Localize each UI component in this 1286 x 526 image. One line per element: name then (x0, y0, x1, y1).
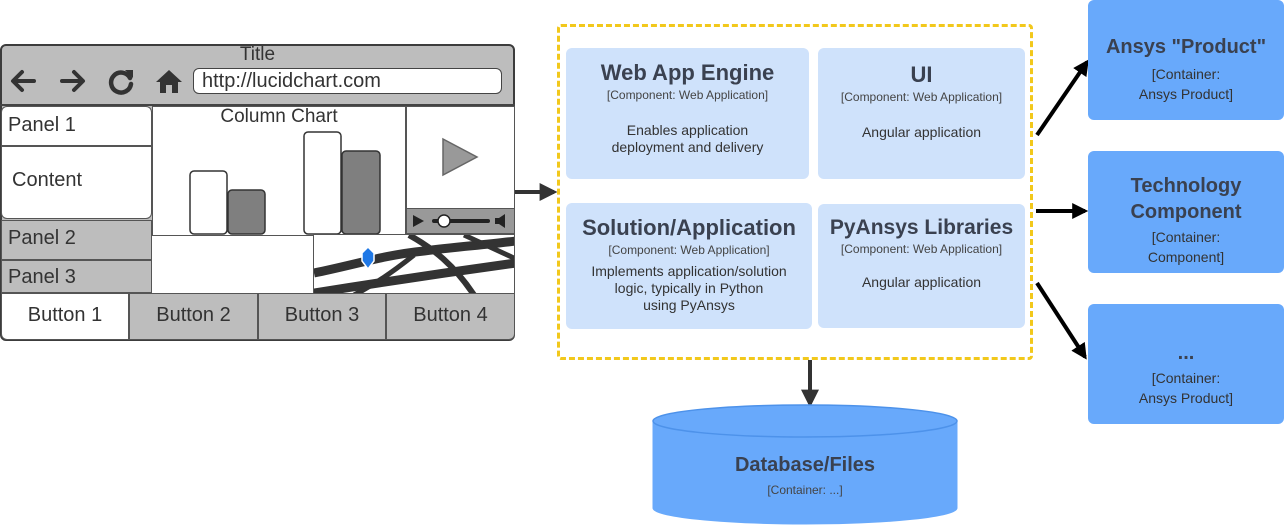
container-tag: [Container: (1151, 370, 1221, 386)
column-chart-graphic (189, 131, 381, 235)
button-3[interactable]: Button 3 (258, 293, 386, 340)
component-desc: Implements application/solution (591, 263, 787, 279)
column-bar (303, 131, 342, 235)
arrow-to-ansys-product (1035, 59, 1089, 137)
play-icon[interactable] (440, 137, 480, 177)
container-name: ... (1177, 342, 1195, 364)
container-tag: [Container: (1151, 229, 1221, 245)
column-bar (341, 150, 381, 235)
button-4[interactable]: Button 4 (386, 293, 515, 340)
component-desc: Enables application (626, 122, 749, 138)
component-tag: [Component: Web Application] (840, 90, 1003, 104)
database-name: Database/Files (734, 454, 876, 476)
container-technology-component[interactable]: Technology Component [Container: Compone… (1088, 151, 1284, 273)
component-tag: [Component: Web Application] (608, 243, 770, 257)
component-name: Solution/Application (582, 215, 796, 240)
component-tag: [Component: Web Application] (606, 88, 769, 102)
component-ui[interactable]: UI [Component: Web Application] Angular … (818, 48, 1025, 179)
blank-area (152, 236, 313, 294)
back-arrow-icon[interactable] (8, 66, 38, 96)
component-desc: using PyAnsys (643, 297, 735, 313)
home-icon[interactable] (154, 66, 184, 96)
component-name: PyAnsys Libraries (829, 216, 1014, 239)
column-chart-title: Column Chart (220, 106, 338, 127)
map-widget[interactable] (313, 234, 515, 294)
panel-3[interactable]: Panel 3 (1, 260, 152, 293)
component-name: Web App Engine (600, 60, 775, 85)
container-ellipsis[interactable]: ... [Container: Ansys Product] (1088, 304, 1284, 424)
panel-content: Content (1, 146, 152, 219)
component-desc: deployment and delivery (611, 139, 764, 155)
database-cylinder[interactable] (652, 404, 958, 526)
map-roads (314, 235, 514, 293)
container-tag: Ansys Product] (1138, 86, 1234, 102)
arrow-to-ellipsis-container (1035, 281, 1087, 360)
component-pyansys-libraries[interactable]: PyAnsys Libraries [Component: Web Applic… (818, 204, 1025, 328)
component-desc: Angular application (861, 274, 982, 290)
container-name: Ansys "Product" (1105, 36, 1267, 58)
url-input[interactable]: http://lucidchart.com (193, 68, 502, 94)
component-web-app-engine[interactable]: Web App Engine [Component: Web Applicati… (566, 48, 809, 179)
button-2[interactable]: Button 2 (129, 293, 258, 340)
database-tag: [Container: ...] (767, 483, 843, 497)
toolbar-divider (0, 104, 515, 106)
forward-arrow-icon[interactable] (58, 66, 88, 96)
map-pin-icon (361, 245, 375, 271)
container-name: Technology (1130, 175, 1242, 197)
container-tag: Component] (1147, 249, 1225, 265)
container-tag: [Container: (1151, 66, 1221, 82)
container-tag: Ansys Product] (1138, 390, 1234, 406)
container-name: Component (1130, 201, 1242, 223)
container-ansys-product[interactable]: Ansys "Product" [Container: Ansys Produc… (1088, 0, 1284, 120)
panel-2[interactable]: Panel 2 (1, 220, 152, 260)
column-bar (227, 189, 266, 235)
component-name: UI (910, 62, 933, 87)
panel-1[interactable]: Panel 1 (1, 106, 152, 146)
button-1[interactable]: Button 1 (1, 293, 129, 340)
window-title: Title (239, 44, 276, 65)
component-desc: logic, typically in Python (614, 280, 764, 296)
system-boundary (557, 24, 1033, 360)
column-bar (189, 170, 228, 235)
refresh-icon[interactable] (106, 66, 136, 96)
component-desc: Angular application (861, 124, 982, 140)
component-solution-application[interactable]: Solution/Application [Component: Web App… (566, 203, 812, 329)
component-tag: [Component: Web Application] (840, 242, 1003, 256)
video-seek-bar[interactable] (406, 208, 515, 234)
